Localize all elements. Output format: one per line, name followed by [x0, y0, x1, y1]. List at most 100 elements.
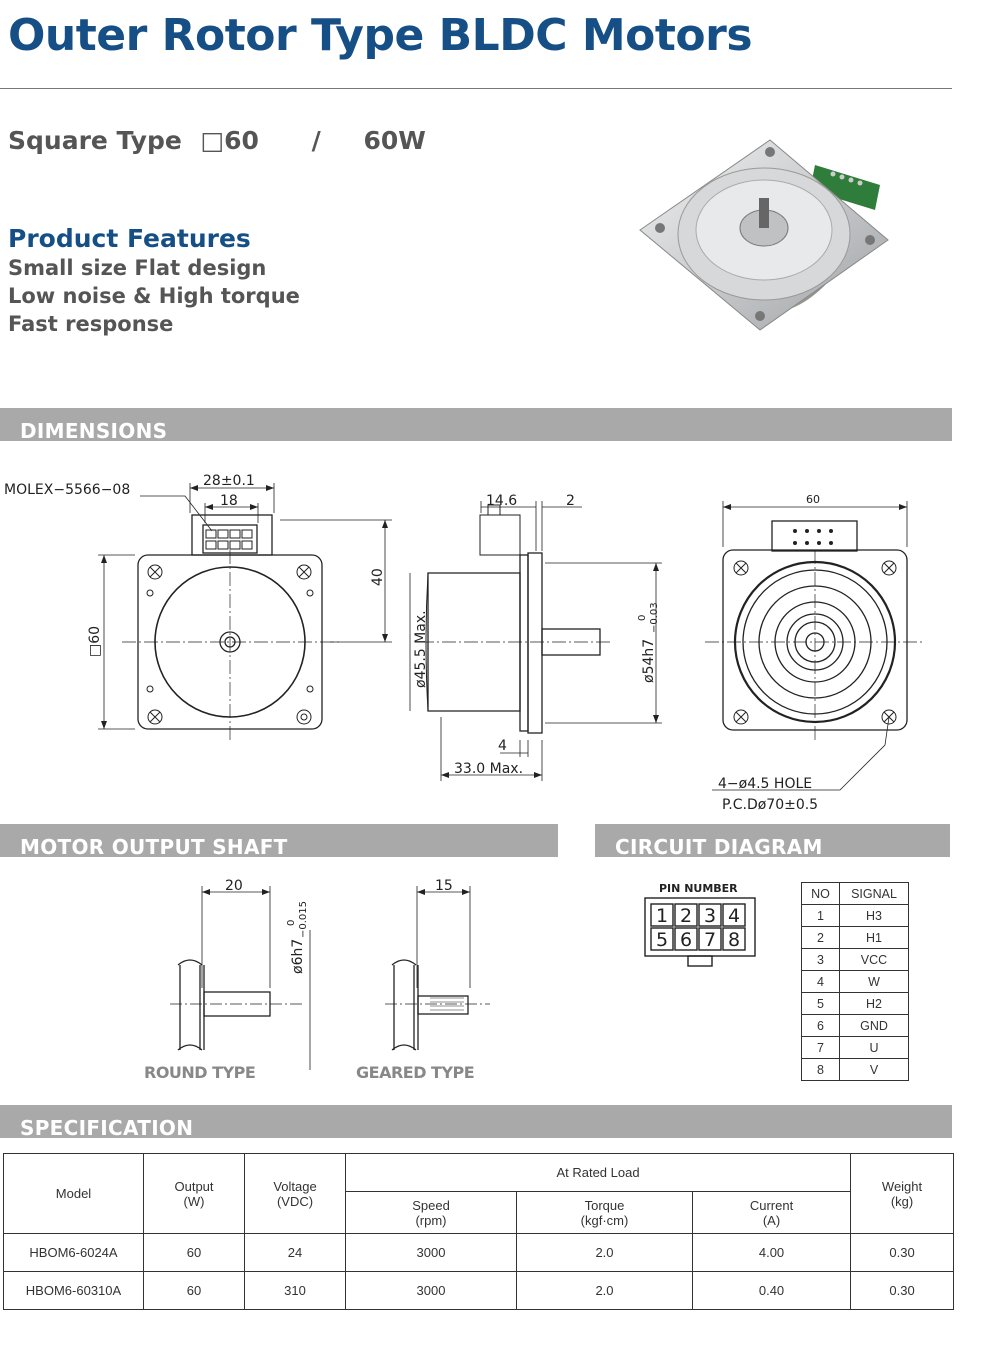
shaft-dim-6-upper: 0: [286, 920, 297, 926]
page-title: Outer Rotor Type BLDC Motors: [8, 10, 753, 61]
pin-label: 8: [728, 929, 740, 951]
spec-current: 4.00: [691, 1233, 852, 1272]
dim-60-square: □60: [87, 626, 103, 657]
pin-label: 2: [680, 905, 692, 927]
signal-no: 5: [801, 992, 840, 1015]
dim-2: 2: [566, 493, 575, 509]
dim-14-6: 14.6: [486, 493, 517, 509]
spec-model: HBOM6-60310A: [3, 1271, 144, 1310]
spec-header-current: Current(A): [691, 1191, 852, 1234]
spec-torque: 2.0: [516, 1271, 693, 1310]
spec-weight: 0.30: [850, 1271, 955, 1310]
feature-item: Low noise & High torque: [8, 284, 300, 308]
shaft-drawings: 20 15 ø6h7 0 −0.015 ROUND TYPE GEARED TY…: [144, 878, 490, 1082]
dim-60-top: 60: [806, 493, 820, 506]
shaft-dim-6-lower: −0.015: [298, 901, 309, 938]
signal-name: W: [839, 970, 909, 993]
signal-no: 4: [801, 970, 840, 993]
spec-current: 0.40: [691, 1271, 852, 1310]
spec-voltage: 24: [244, 1233, 346, 1272]
pin-label: 3: [704, 905, 716, 927]
pin-number-diagram: PIN NUMBER 1 2 3 4 5 6 7 8: [644, 882, 756, 967]
spec-band: SPECIFICATION: [0, 1105, 952, 1140]
subtitle-size: □60: [200, 126, 259, 155]
shaft-dim-6: ø6h7: [290, 939, 306, 974]
spec-row: HBOM6-60310A 60 310 3000 2.0 0.40 0.30: [3, 1271, 955, 1310]
dim-28: 28±0.1: [203, 473, 255, 489]
signal-name: H3: [839, 904, 909, 927]
motor-shaft: [759, 198, 769, 228]
motor-product-image: [639, 139, 889, 331]
dim-54-upper: 0: [637, 615, 648, 621]
signal-header-no: NO: [801, 882, 840, 905]
spec-header-speed: Speed(rpm): [345, 1191, 517, 1234]
signal-no: 8: [801, 1058, 840, 1081]
shaft-band: MOTOR OUTPUT SHAFT: [0, 824, 558, 859]
pin-label: 5: [656, 929, 668, 951]
dim-33: 33.0 Max.: [454, 761, 523, 777]
spec-header-weight: Weight(kg): [850, 1153, 955, 1234]
shaft-dim-15: 15: [435, 878, 453, 894]
pin-label: 4: [728, 905, 740, 927]
spec-header-model: Model: [3, 1153, 144, 1234]
circuit-heading: CIRCUIT DIAGRAM: [615, 835, 823, 859]
dimension-drawings: MOLEX−5566−08 28±0.1 18 40 □60 14.6 2 ø4…: [4, 473, 925, 813]
dimensions-band: DIMENSIONS: [0, 408, 952, 443]
spec-output: 60: [143, 1233, 245, 1272]
signal-no: 6: [801, 1014, 840, 1037]
signal-header-signal: SIGNAL: [839, 882, 909, 905]
signal-name: GND: [839, 1014, 909, 1037]
spec-output: 60: [143, 1271, 245, 1310]
dim-54-lower: −0.03: [649, 602, 660, 633]
signal-no: 3: [801, 948, 840, 971]
signal-no: 2: [801, 926, 840, 949]
pin-label: 7: [704, 929, 716, 951]
pin-number-title: PIN NUMBER: [659, 882, 738, 895]
signal-name: U: [839, 1036, 909, 1059]
dim-pcd: P.C.Dø70±0.5: [722, 797, 818, 813]
signal-no: 1: [801, 904, 840, 927]
dim-18: 18: [220, 493, 238, 509]
subtitle-power: 60W: [363, 126, 426, 155]
spec-model: HBOM6-6024A: [3, 1233, 144, 1272]
signal-name: H1: [839, 926, 909, 949]
circuit-band: CIRCUIT DIAGRAM: [595, 824, 950, 859]
shaft-dim-20: 20: [225, 878, 243, 894]
signal-name: H2: [839, 992, 909, 1015]
feature-item: Small size Flat design: [8, 256, 267, 280]
spec-table: Model Output(W) Voltage(VDC) At Rated Lo…: [3, 1153, 955, 1310]
spec-header-rated-load: At Rated Load: [344, 1153, 852, 1192]
spec-speed: 3000: [345, 1271, 517, 1310]
round-type-label: ROUND TYPE: [144, 1063, 255, 1082]
spec-speed: 3000: [345, 1233, 517, 1272]
spec-weight: 0.30: [850, 1233, 955, 1272]
spec-header-torque: Torque(kgf·cm): [516, 1191, 693, 1234]
signal-name: VCC: [839, 948, 909, 971]
spec-row: HBOM6-6024A 60 24 3000 2.0 4.00 0.30: [3, 1233, 955, 1272]
dim-hole: 4−ø4.5 HOLE: [718, 776, 812, 792]
spec-header-voltage: Voltage(VDC): [244, 1153, 346, 1234]
dimensions-heading: DIMENSIONS: [20, 419, 168, 443]
geared-type-label: GEARED TYPE: [356, 1063, 474, 1082]
features-heading: Product Features: [8, 224, 251, 253]
connector-board: [810, 165, 880, 210]
feature-item: Fast response: [8, 312, 174, 336]
shaft-heading: MOTOR OUTPUT SHAFT: [20, 835, 288, 859]
spec-torque: 2.0: [516, 1233, 693, 1272]
spec-voltage: 310: [244, 1271, 346, 1310]
dim-4: 4: [498, 738, 507, 754]
title-divider: [0, 88, 952, 89]
subtitle-type: Square Type: [8, 126, 182, 155]
pin-label: 1: [656, 905, 668, 927]
dim-54: ø54h7: [641, 639, 657, 683]
pin-label: 6: [680, 929, 692, 951]
dim-45-5: ø45.5 Max.: [413, 610, 429, 688]
